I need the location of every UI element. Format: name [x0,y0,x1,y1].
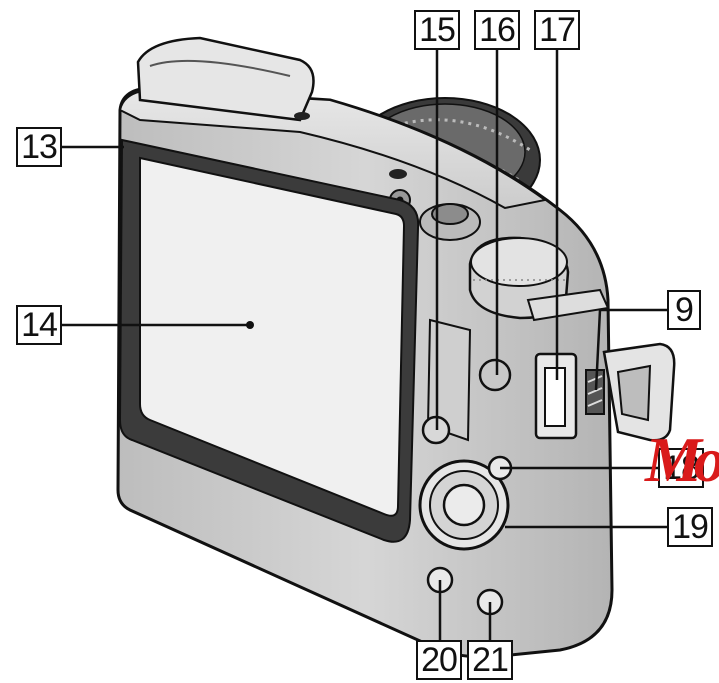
callout-13: 13 [16,127,62,167]
rear-controls [418,288,676,616]
watermark-logo: Mo [645,424,719,495]
lcd-screen [118,138,420,543]
callout-19: 19 [667,507,713,547]
leader-9 [594,308,667,391]
callout-14: 14 [16,305,62,345]
callout-21: 21 [467,640,513,680]
callout-9: 9 [667,290,701,330]
callout-18: 18 [658,448,704,488]
callout-17: 17 [534,10,580,50]
callout-16: 16 [474,10,520,50]
callout-15: 15 [414,10,460,50]
callout-20: 20 [416,640,462,680]
leader-lines [62,48,667,652]
